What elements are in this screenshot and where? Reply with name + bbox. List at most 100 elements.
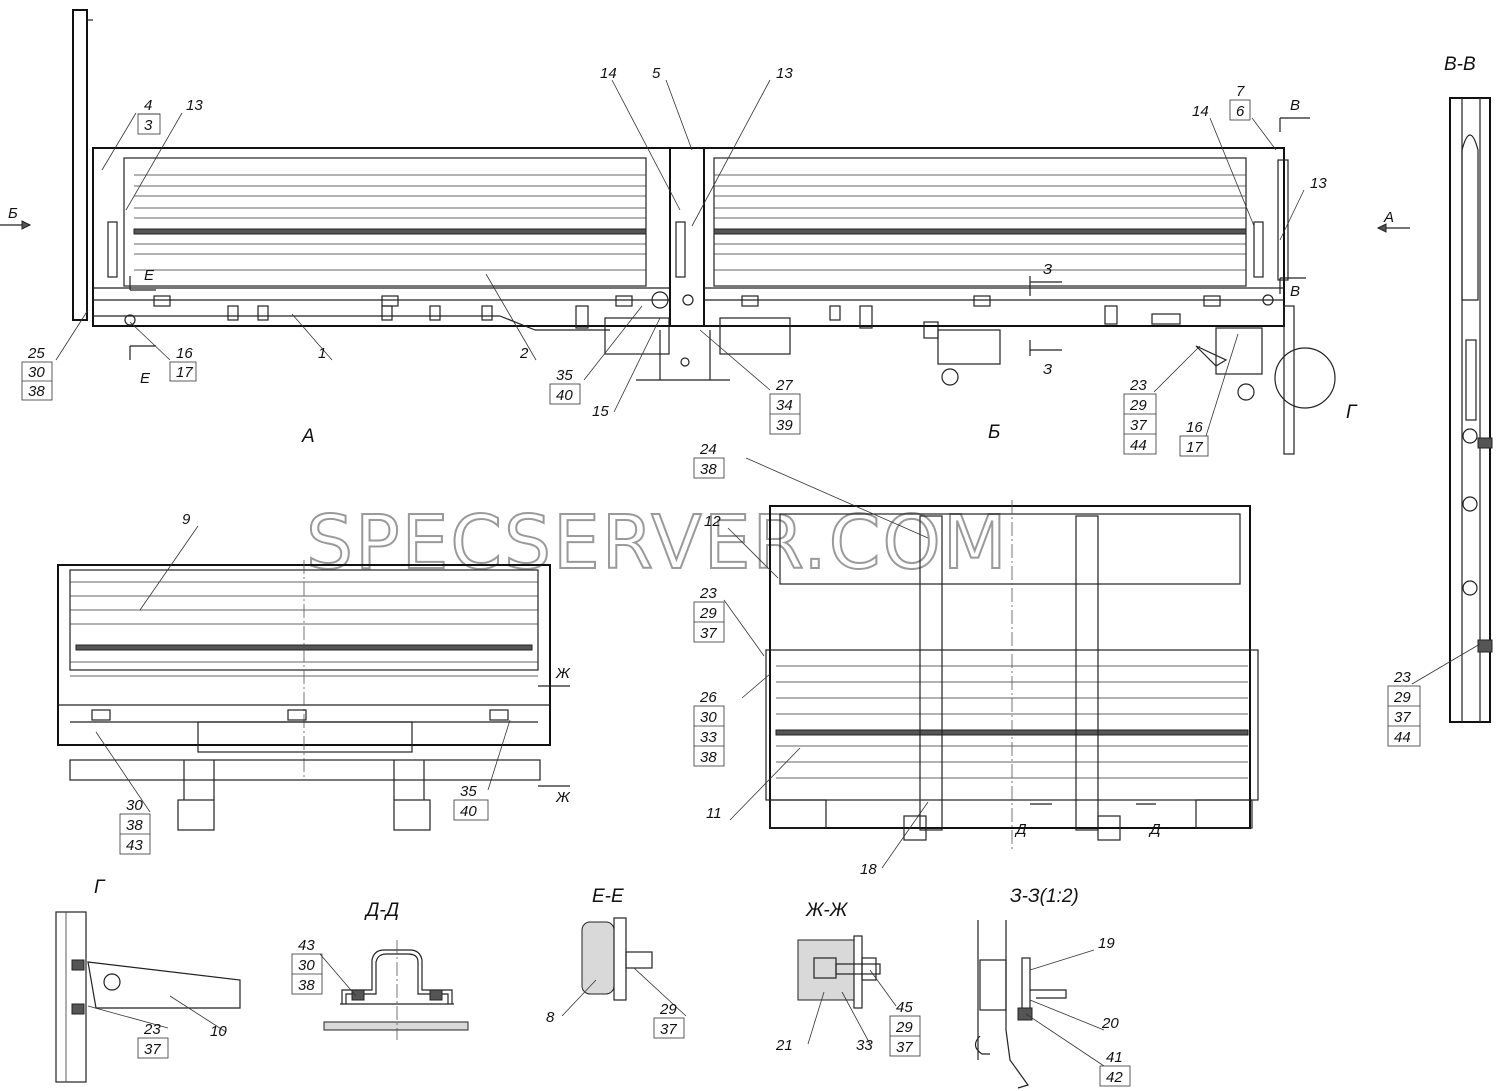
label-7: 7 <box>1236 83 1245 100</box>
rubber-buffer <box>581 921 615 995</box>
label-37-e: 37 <box>660 1021 677 1038</box>
label-38-plan: 38 <box>700 749 717 766</box>
label-24: 24 <box>699 441 717 458</box>
detail-title-g: Г <box>94 877 106 898</box>
label-20: 20 <box>1101 1015 1119 1032</box>
label-29-vv: 29 <box>1393 689 1411 706</box>
label-16-left: 16 <box>176 345 193 362</box>
label-44-vv: 44 <box>1394 729 1411 746</box>
watermark: SPECSERVER.COM <box>306 500 1009 586</box>
label-41: 41 <box>1106 1049 1123 1066</box>
label-35-top: 35 <box>556 367 573 384</box>
label-33-zh: 33 <box>856 1037 873 1054</box>
label-29-zh: 29 <box>895 1019 913 1036</box>
label-10: 10 <box>210 1023 227 1040</box>
label-29-e: 29 <box>659 1001 677 1018</box>
label-30-rear: 30 <box>126 797 143 814</box>
right-body-panel <box>703 147 1285 327</box>
label-23-plan: 23 <box>699 585 717 602</box>
label-19: 19 <box>1098 935 1115 952</box>
cut-mark-z-top: З <box>1043 261 1052 278</box>
leader-lines <box>55 79 1481 1067</box>
label-14-right: 14 <box>1192 103 1209 120</box>
section-zz <box>974 920 1067 1089</box>
cut-mark-d-right: Д <box>1148 821 1161 838</box>
label-21: 21 <box>775 1037 793 1054</box>
label-38-top: 38 <box>700 461 717 478</box>
label-17-right: 17 <box>1186 439 1203 456</box>
label-16-right: 16 <box>1186 419 1203 436</box>
cut-mark-v-bottom: В <box>1290 283 1300 300</box>
section-title-zhzh: Ж-Ж <box>805 900 849 921</box>
label-23-g: 23 <box>143 1021 161 1038</box>
label-45: 45 <box>896 999 913 1016</box>
cut-mark-zh-bottom: Ж <box>555 789 571 806</box>
label-43-d: 43 <box>298 937 315 954</box>
label-23-vv: 23 <box>1393 669 1411 686</box>
section-ee <box>581 917 653 1001</box>
label-3: 3 <box>144 117 153 134</box>
view-title-vv: В-В <box>1444 54 1476 75</box>
label-9: 9 <box>182 511 191 528</box>
label-11: 11 <box>706 805 722 822</box>
label-37-zh: 37 <box>896 1039 913 1056</box>
label-25: 25 <box>27 345 45 362</box>
cut-mark-b: Б <box>8 205 18 222</box>
label-8: 8 <box>546 1009 555 1026</box>
section-vv <box>1449 97 1493 723</box>
section-title-ee: Е-Е <box>592 886 624 907</box>
label-37-vv: 37 <box>1394 709 1411 726</box>
section-zhzh <box>797 935 881 1009</box>
label-5: 5 <box>652 65 661 82</box>
front-wall-left <box>72 9 88 321</box>
cut-mark-z-bottom: З <box>1043 361 1052 378</box>
cut-mark-a: А <box>1383 209 1394 226</box>
part-labels: 4 3 13 14 5 13 7 6 14 13 25 30 38 16 17 … <box>21 65 1421 1087</box>
label-12: 12 <box>704 513 721 530</box>
label-23-top: 23 <box>1129 377 1147 394</box>
label-38-rear: 38 <box>126 817 143 834</box>
view-title-a: А <box>301 426 315 447</box>
section-dd <box>323 940 469 1040</box>
label-40-top: 40 <box>556 387 573 404</box>
label-29-plan: 29 <box>699 605 717 622</box>
label-39: 39 <box>776 417 793 434</box>
label-40-rear: 40 <box>460 803 477 820</box>
detail-g-callout <box>1274 347 1336 409</box>
cut-mark-zh-top: Ж <box>555 665 571 682</box>
label-2: 2 <box>519 345 529 362</box>
label-18: 18 <box>860 861 877 878</box>
label-35-rear: 35 <box>460 783 477 800</box>
label-4: 4 <box>144 97 152 114</box>
section-title-zz: З-З(1:2) <box>1010 886 1079 907</box>
label-38-a: 38 <box>28 383 45 400</box>
label-34: 34 <box>776 397 793 414</box>
label-17-left: 17 <box>176 364 193 381</box>
label-13-mid: 13 <box>776 65 793 82</box>
buffer-block <box>797 939 855 1001</box>
label-29-top: 29 <box>1129 397 1147 414</box>
label-15: 15 <box>592 403 609 420</box>
label-43-rear: 43 <box>126 837 143 854</box>
label-6: 6 <box>1236 103 1245 120</box>
label-26: 26 <box>699 689 717 706</box>
label-30-d: 30 <box>298 957 315 974</box>
label-38-d: 38 <box>298 977 315 994</box>
cut-mark-e-bottom: Е <box>140 370 151 387</box>
rear-view <box>57 560 570 831</box>
label-33-plan: 33 <box>700 729 717 746</box>
label-30-plan: 30 <box>700 709 717 726</box>
cut-mark-d-left: Д <box>1014 821 1027 838</box>
label-13-right: 13 <box>1310 175 1327 192</box>
cut-mark-e-top: Е <box>144 267 155 284</box>
side-view <box>0 9 1410 455</box>
label-1: 1 <box>318 345 326 362</box>
label-37-plan: 37 <box>700 625 717 642</box>
section-title-dd: Д-Д <box>364 900 399 921</box>
label-37-top: 37 <box>1130 417 1147 434</box>
label-27: 27 <box>775 377 793 394</box>
label-14-mid: 14 <box>600 65 617 82</box>
label-13-left: 13 <box>186 97 203 114</box>
detail-title-g-callout: Г <box>1346 402 1358 423</box>
